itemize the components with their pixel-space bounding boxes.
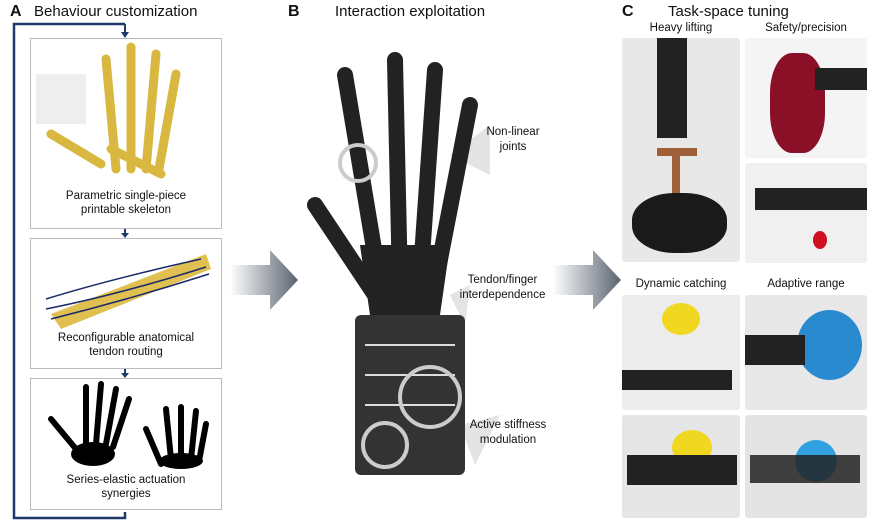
heavy-lifting-photo: [622, 38, 740, 262]
small-ball-photo: [745, 415, 867, 518]
hand-silhouettes: [48, 381, 209, 469]
grapes-photo: [745, 38, 867, 158]
catching-lemon-photo: [622, 295, 740, 410]
panel-c-title: Task-space tuning: [668, 3, 789, 20]
chevron-arrow-b-c: [553, 250, 621, 310]
caught-lemon-photo: [622, 415, 740, 518]
loop-arrows: [12, 22, 129, 520]
task-label: Safety/precision: [765, 22, 847, 34]
large-ball-photo: [745, 295, 867, 410]
tendon-image: [45, 254, 211, 329]
skeleton-image: [36, 42, 181, 179]
robotic-hand-image: [307, 52, 500, 475]
panel-a-letter: A: [10, 3, 22, 20]
task-label: Dynamic catching: [635, 278, 727, 290]
panel-c-letter: C: [622, 3, 634, 20]
panel-a-title: Behaviour customization: [34, 3, 198, 20]
strawberry-photo: [745, 163, 867, 263]
panel-b-title: Interaction exploitation: [335, 3, 486, 20]
task-label: Heavy lifting: [649, 22, 713, 34]
chevron-arrow-a-b: [230, 250, 298, 310]
task-label: Adaptive range: [767, 278, 845, 290]
panel-b-letter: B: [288, 3, 300, 20]
